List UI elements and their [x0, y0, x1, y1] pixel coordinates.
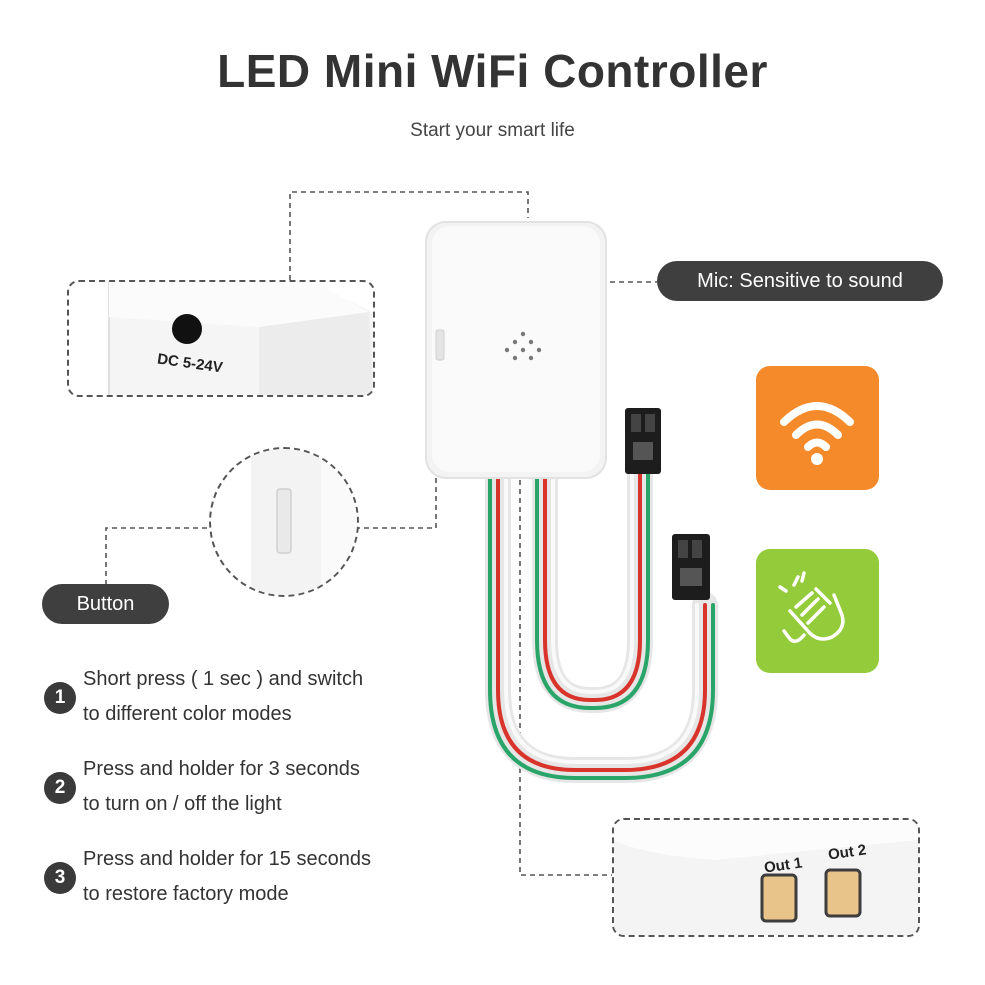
step-text-line1: Press and holder for 3 seconds — [83, 758, 360, 780]
step-text-line1: Short press ( 1 sec ) and switch — [83, 668, 364, 690]
out1-port-icon — [760, 873, 798, 923]
step-text-line1: Press and holder for 15 seconds — [83, 848, 371, 870]
page-title: LED Mini WiFi Controller — [217, 45, 768, 97]
list-item: 2 Press and holder for 3 seconds to turn… — [42, 752, 442, 842]
step-number: 1 — [44, 682, 76, 714]
step-list: 1 Short press ( 1 sec ) and switch to di… — [42, 662, 442, 932]
dc-port-inset: DC 5-24V — [67, 280, 375, 397]
out2-port-icon — [824, 868, 862, 918]
button-callout: Button — [42, 584, 169, 624]
page-subtitle: Start your smart life — [410, 120, 575, 141]
dc-jack-icon — [172, 314, 202, 344]
wire-bundle — [485, 457, 718, 783]
outputs-inset: Out 1 Out 2 — [612, 818, 920, 937]
connector-top — [625, 408, 661, 474]
step-text-line2: to restore factory mode — [83, 883, 289, 905]
connector-bottom — [672, 534, 710, 600]
step-number: 3 — [44, 862, 76, 894]
leader-line-dc — [289, 191, 529, 280]
step-text-line2: to different color modes — [83, 703, 292, 725]
wifi-icon — [780, 402, 854, 465]
list-item: 3 Press and holder for 15 seconds to res… — [42, 842, 442, 932]
leader-line-button — [105, 370, 437, 584]
controller-device — [425, 221, 607, 479]
mic-callout: Mic: Sensitive to sound — [657, 261, 943, 301]
step-number: 2 — [44, 772, 76, 804]
clap-tile — [756, 549, 879, 673]
step-text-line2: to turn on / off the light — [83, 793, 282, 815]
clapping-hands-icon — [778, 571, 845, 643]
wifi-tile — [756, 366, 879, 490]
button-inset — [209, 447, 359, 597]
side-button-icon — [276, 488, 292, 554]
list-item: 1 Short press ( 1 sec ) and switch to di… — [42, 662, 442, 752]
